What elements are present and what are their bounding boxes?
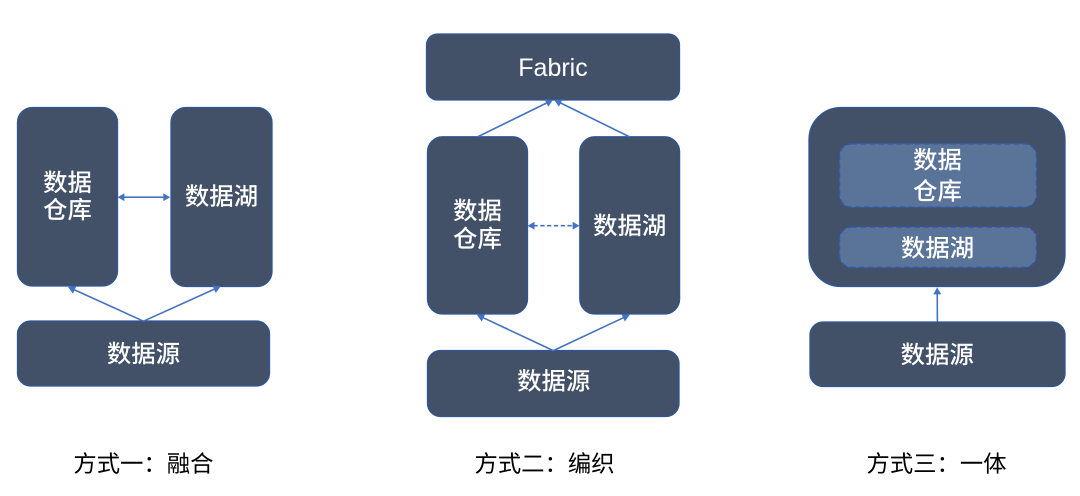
svg-text:Fabric: Fabric xyxy=(518,54,587,82)
